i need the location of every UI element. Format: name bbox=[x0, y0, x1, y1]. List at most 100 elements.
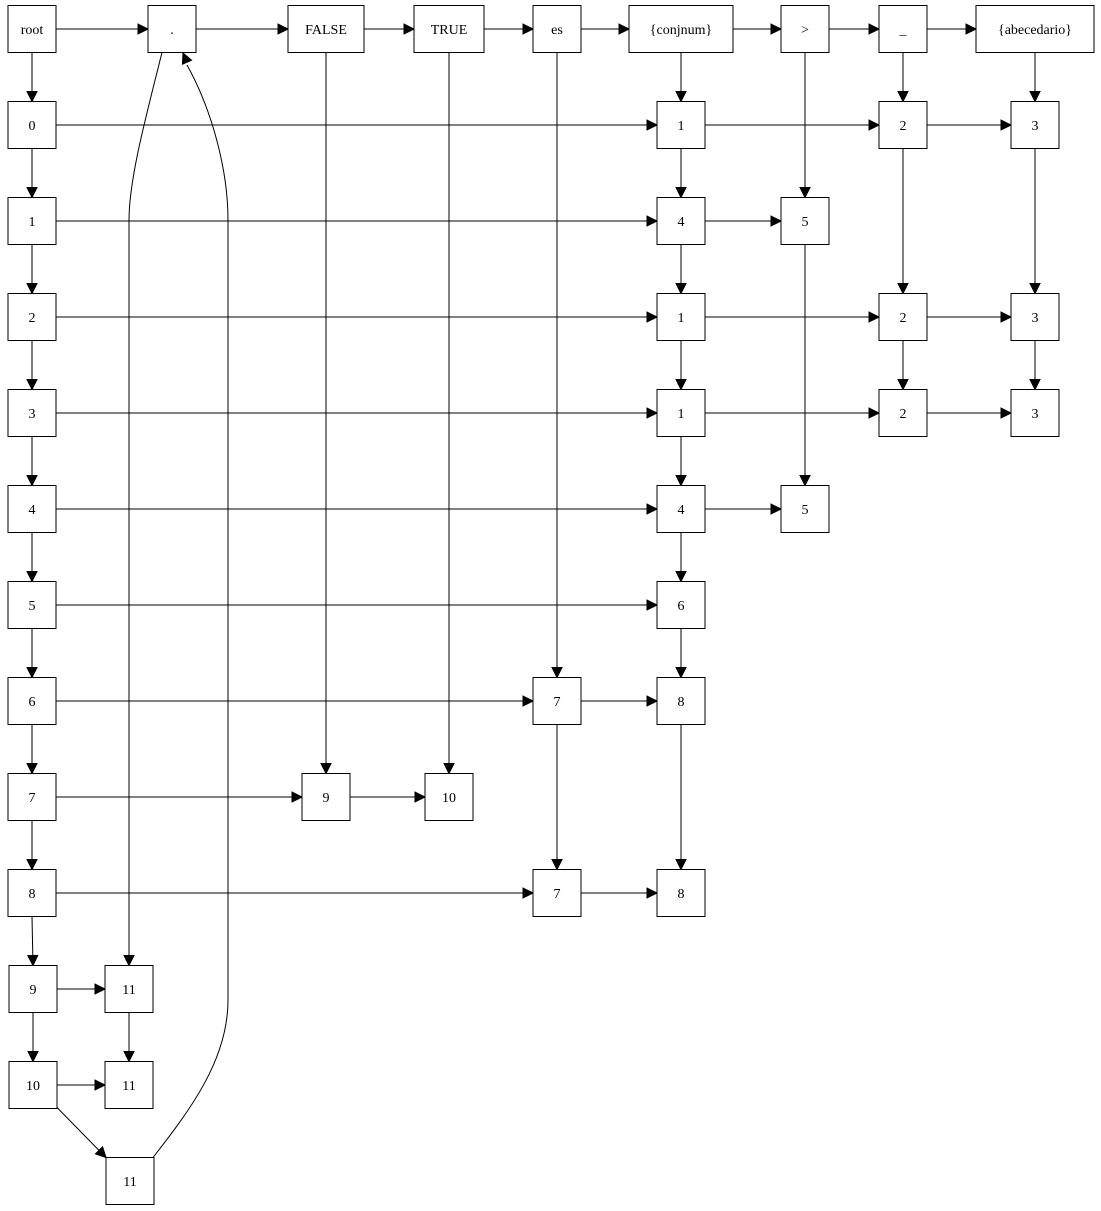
node-label: 3 bbox=[1032, 311, 1039, 326]
node-label: 9 bbox=[323, 791, 330, 806]
arrow-head bbox=[1029, 91, 1041, 103]
node-label: {abecedario} bbox=[998, 23, 1072, 38]
arrow-head bbox=[443, 763, 455, 775]
edge-c8-es-to-c8-conj bbox=[581, 887, 659, 899]
node-box bbox=[656, 677, 706, 725]
node-box bbox=[532, 5, 582, 53]
edge-line bbox=[31, 916, 34, 956]
arrow-head bbox=[675, 667, 687, 679]
edge-r0-to-r1 bbox=[26, 148, 38, 199]
arrow-head bbox=[94, 1079, 107, 1091]
edge-h-false-to-c7-false bbox=[320, 52, 332, 775]
node-c2-us: 2 bbox=[878, 293, 928, 341]
node-label: 1 bbox=[678, 311, 685, 326]
node-r3: 3 bbox=[7, 389, 57, 437]
edge-c6-conj-to-c8-conj bbox=[675, 724, 687, 871]
node-box bbox=[8, 965, 58, 1013]
node-c5-conj: 6 bbox=[656, 581, 706, 629]
arrow-head bbox=[414, 791, 427, 803]
node-label: 2 bbox=[900, 311, 907, 326]
node-box bbox=[878, 101, 928, 149]
node-box bbox=[975, 5, 1095, 53]
arrow-head bbox=[646, 695, 659, 707]
arrow-head bbox=[646, 311, 659, 323]
node-box bbox=[780, 197, 830, 245]
edge-r2-to-r3 bbox=[26, 340, 38, 391]
arrow-head bbox=[868, 311, 881, 323]
edge-r1-to-c1-conj bbox=[56, 215, 659, 227]
node-box bbox=[7, 485, 57, 533]
arrow-head bbox=[1000, 407, 1013, 419]
arrow-head bbox=[675, 283, 687, 295]
edge-r1-to-r2 bbox=[26, 244, 38, 295]
edge-c0-conj-to-c0-us bbox=[705, 119, 881, 131]
edge-h-us-to-c0-us bbox=[897, 52, 909, 103]
node-box bbox=[424, 773, 474, 821]
node-label: 6 bbox=[678, 599, 685, 614]
edge-c1-conj-to-c1-gt bbox=[705, 215, 783, 227]
arrow-head bbox=[522, 887, 535, 899]
arrow-head bbox=[551, 667, 563, 679]
arrow-head bbox=[94, 983, 107, 995]
edge-h-es-to-c6-es bbox=[551, 52, 563, 679]
edge-c2-us-to-c2-abc bbox=[927, 311, 1013, 323]
edge-r9-to-c9-dot bbox=[57, 983, 107, 995]
edge-h-true-to-c7-true bbox=[443, 52, 455, 775]
node-label: 11 bbox=[123, 1175, 136, 1190]
node-box bbox=[7, 293, 57, 341]
node-c6-es: 7 bbox=[532, 677, 582, 725]
edge-c5-conj-to-c6-conj bbox=[675, 628, 687, 679]
node-label: 4 bbox=[29, 503, 36, 518]
edge-h-es-to-h-conj bbox=[581, 23, 631, 35]
edge-line bbox=[152, 64, 229, 1158]
arrow-head bbox=[26, 187, 38, 199]
node-box bbox=[7, 389, 57, 437]
node-label: root bbox=[21, 23, 44, 38]
node-label: 5 bbox=[802, 503, 809, 518]
edge-c3-conj-to-c3-us bbox=[705, 407, 881, 419]
edges-layer bbox=[26, 23, 1041, 1159]
edge-r3-to-c3-conj bbox=[56, 407, 659, 419]
node-c3-us: 2 bbox=[878, 389, 928, 437]
arrow-head bbox=[26, 91, 38, 103]
arrow-head bbox=[27, 1051, 39, 1063]
node-box bbox=[780, 5, 830, 53]
node-label: 1 bbox=[678, 407, 685, 422]
edge-c1-gt-to-c4-gt bbox=[799, 244, 811, 487]
node-box bbox=[656, 389, 706, 437]
node-label: 8 bbox=[678, 695, 685, 710]
arrow-head bbox=[26, 283, 38, 295]
node-box bbox=[7, 197, 57, 245]
node-label: 5 bbox=[29, 599, 36, 614]
node-c2-conj: 1 bbox=[656, 293, 706, 341]
arrow-head bbox=[675, 91, 687, 103]
node-box bbox=[1010, 389, 1060, 437]
arrow-head bbox=[770, 23, 783, 35]
node-label: FALSE bbox=[305, 23, 347, 38]
node-h-dot: . bbox=[147, 5, 197, 53]
node-box bbox=[1010, 101, 1060, 149]
arrow-head bbox=[403, 23, 416, 35]
edge-c2-abc-to-c3-abc bbox=[1029, 340, 1041, 391]
node-box bbox=[104, 1061, 154, 1109]
arrow-head bbox=[26, 859, 38, 871]
arrow-head bbox=[868, 23, 881, 35]
node-box bbox=[301, 773, 351, 821]
edge-r7-to-c7-false bbox=[56, 791, 304, 803]
arrow-head bbox=[897, 379, 909, 391]
arrow-head bbox=[799, 187, 811, 199]
edge-r8-to-c8-es bbox=[56, 887, 535, 899]
node-r2: 2 bbox=[7, 293, 57, 341]
node-r6: 6 bbox=[7, 677, 57, 725]
edge-line bbox=[128, 52, 163, 956]
node-c4-conj: 4 bbox=[656, 485, 706, 533]
node-box bbox=[7, 677, 57, 725]
node-label: 7 bbox=[554, 695, 561, 710]
node-label: {conjnum} bbox=[650, 23, 712, 38]
node-label: . bbox=[170, 23, 174, 38]
edge-h-conj-to-h-gt bbox=[733, 23, 783, 35]
node-r1: 1 bbox=[7, 197, 57, 245]
node-box bbox=[7, 581, 57, 629]
edge-c4-conj-to-c5-conj bbox=[675, 532, 687, 583]
